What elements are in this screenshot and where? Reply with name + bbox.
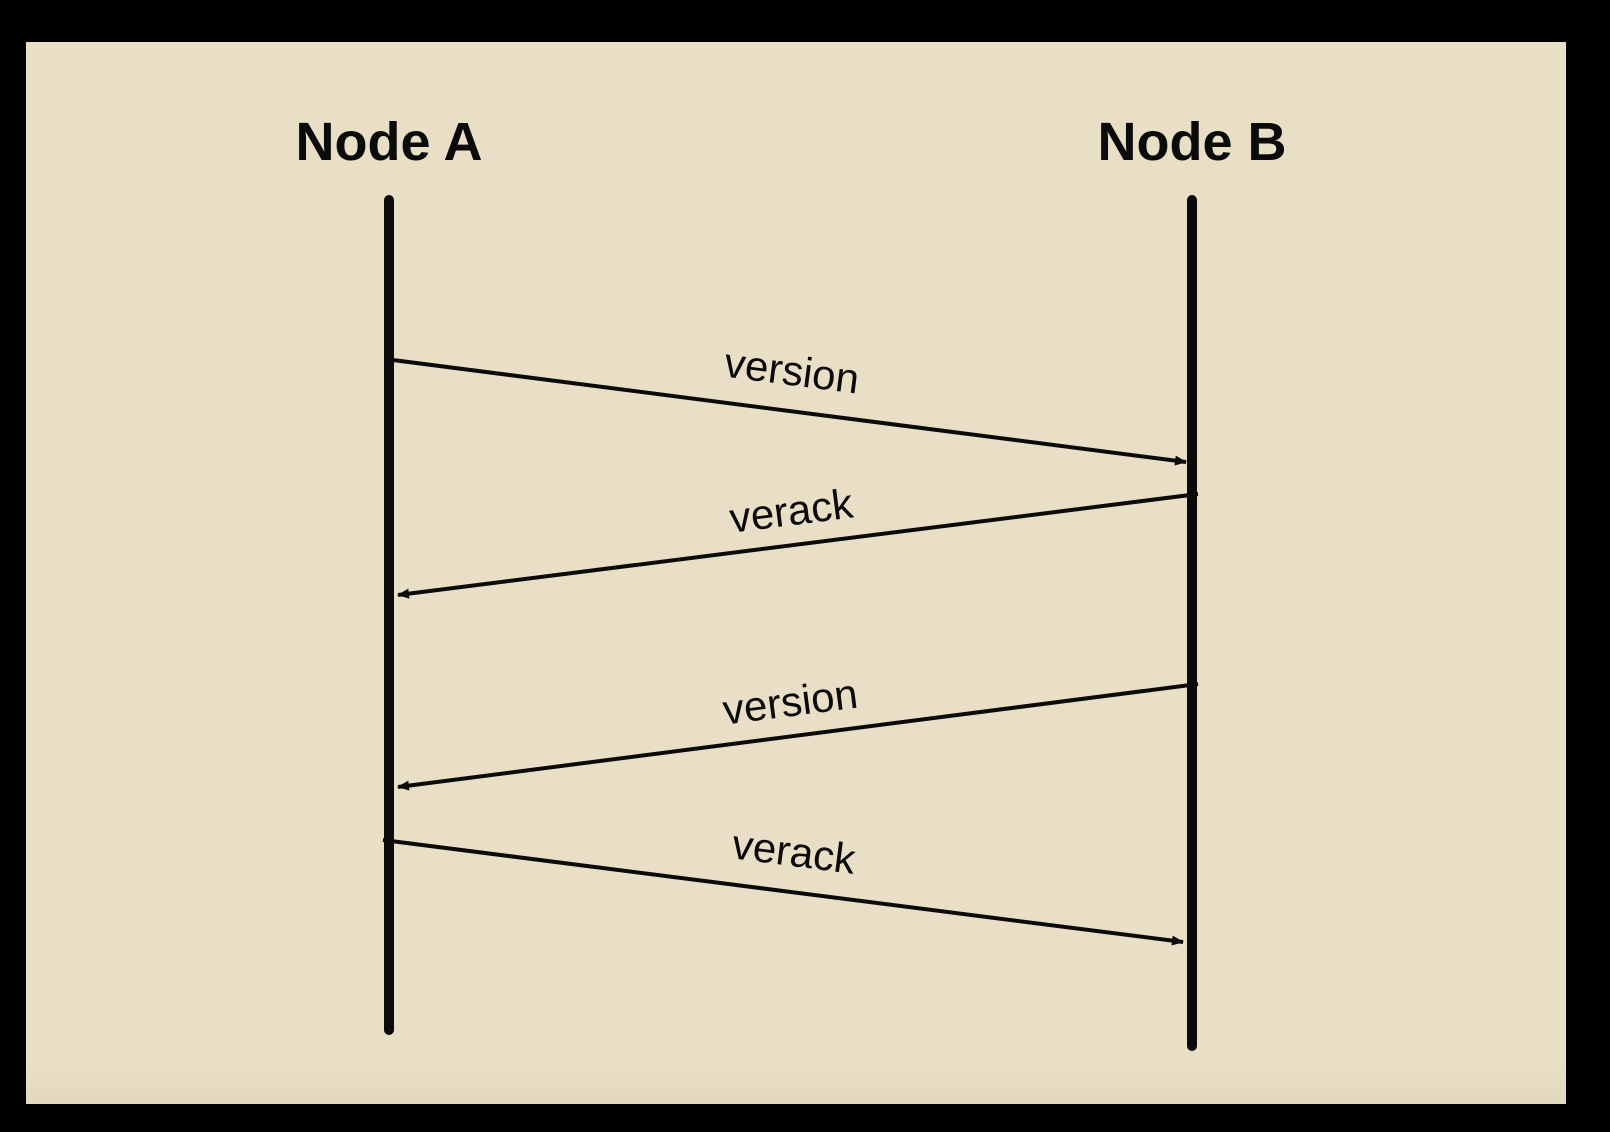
message-label-2: verack [727,479,857,541]
message-arrow-2 [397,492,1199,599]
bottom-shade [26,1066,1566,1104]
message-label-4: verack [730,820,860,882]
message-label-1: version [722,339,862,403]
message-label-3: version [720,670,860,734]
node-b-title: Node B [1098,112,1287,172]
diagram-canvas [26,42,1566,1104]
message-arrow-3 [397,682,1199,791]
message-arrow-4 [382,838,1184,946]
node-a-title: Node A [296,112,483,172]
message-arrow-1 [384,357,1187,466]
